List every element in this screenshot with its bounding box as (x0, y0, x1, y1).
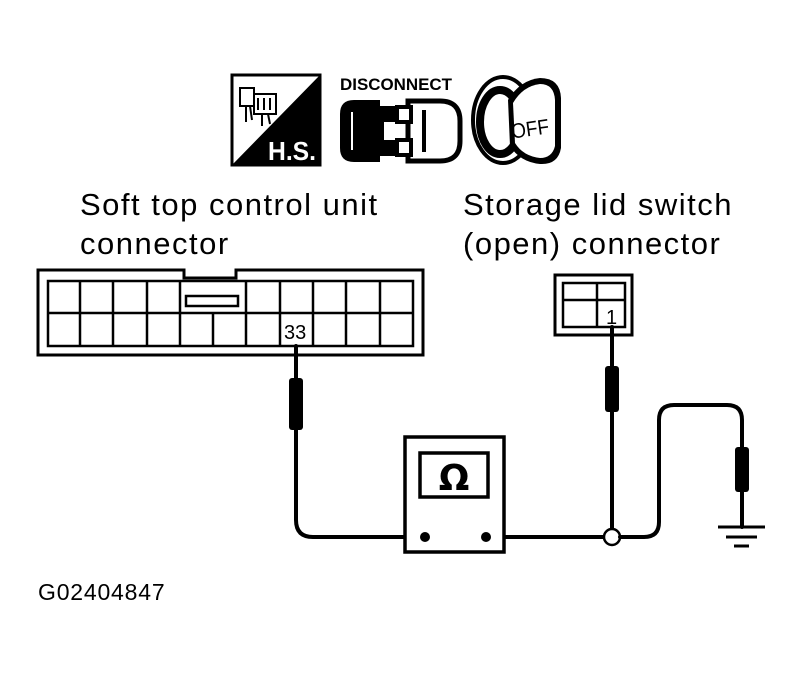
harness-side-icon: H.S. (230, 73, 322, 167)
wire-junction (602, 527, 622, 547)
connector-grid-top-row (78, 281, 382, 313)
control-unit-connector: 33 (36, 268, 425, 357)
figure-id: G02404847 (38, 579, 165, 605)
probe-left (289, 378, 303, 430)
harness-side-label: H.S. (268, 136, 316, 166)
control-unit-pin-label: 33 (284, 322, 306, 344)
key-off-label: OFF (510, 115, 551, 143)
harness-side-drawing (239, 87, 277, 126)
disconnect-label: DISCONNECT (340, 75, 453, 94)
ignition-key-off-icon: OFF (471, 75, 561, 165)
disconnect-connector-icon: DISCONNECT (340, 75, 463, 164)
probe-ground (735, 447, 749, 492)
switch-connector: 1 (553, 273, 634, 337)
switch-label-line1: Storage lid switch (463, 187, 733, 222)
ohmmeter-display (418, 451, 490, 499)
connector-lock-slot (184, 294, 240, 308)
control-unit-label-line2: connector (80, 226, 230, 261)
switch-label-line2: (open) connector (463, 226, 721, 261)
ground-symbol-icon (718, 525, 765, 548)
connector-grid-bottom-row (78, 313, 382, 346)
test-lead-left (289, 344, 427, 539)
ohmmeter-terminal-right (481, 532, 491, 542)
probe-switch (605, 366, 619, 412)
control-unit-label-line1: Soft top control unit (80, 187, 379, 222)
ohmmeter-icon: Ω (403, 435, 506, 554)
ohm-symbol: Ω (439, 458, 470, 499)
ohmmeter-terminal-left (420, 532, 430, 542)
switch-pin-label: 1 (606, 307, 617, 329)
test-lead-right (484, 325, 749, 547)
